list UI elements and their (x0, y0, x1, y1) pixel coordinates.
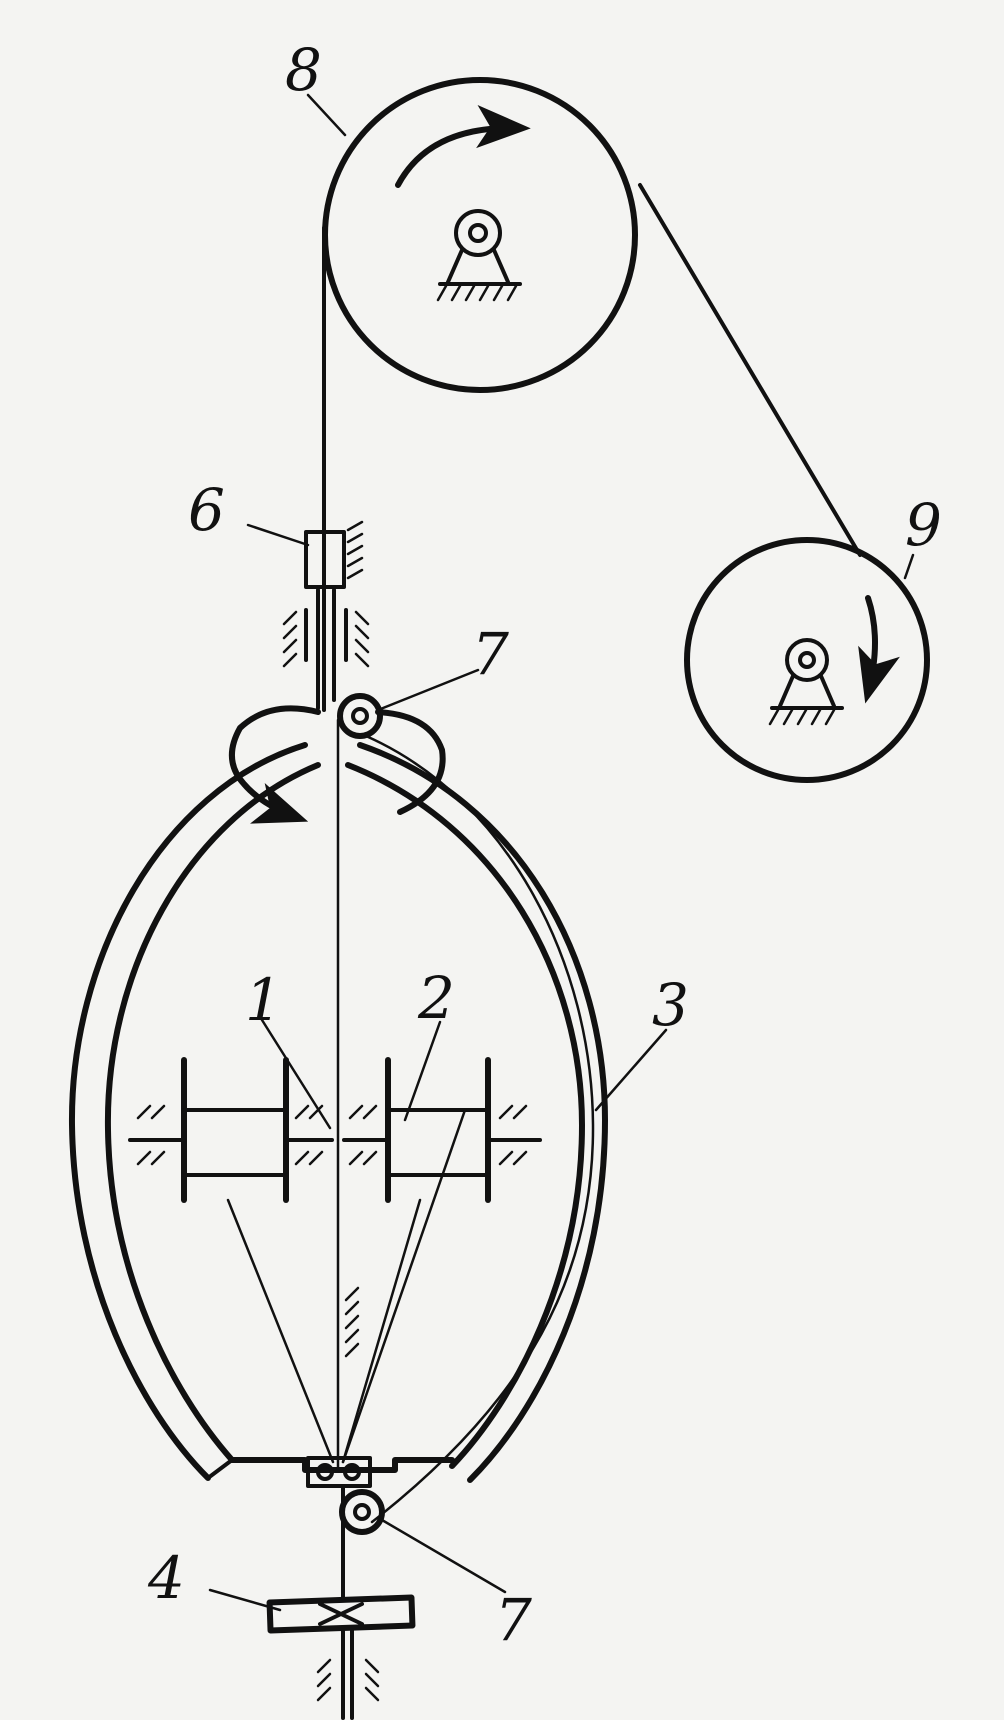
bobbin-2 (342, 1057, 542, 1203)
guide-roller-7-top (337, 693, 383, 739)
bobbin-1 (128, 1057, 334, 1203)
yarn-guide-6 (304, 520, 364, 589)
rotation-arrow-icon-right (375, 709, 446, 815)
hinged-support-icon-9 (768, 638, 844, 726)
label-7-top: 7 (472, 620, 509, 688)
yarn-in-flyer (364, 734, 595, 1524)
upper-hollow-shaft (282, 588, 370, 710)
belt-8-to-9 (638, 183, 862, 557)
label-3: 3 (652, 971, 689, 1039)
label-9: 9 (905, 491, 942, 559)
guide-roller-7-bottom (339, 1489, 385, 1535)
pulley-9 (684, 537, 930, 783)
label-4: 4 (147, 1544, 185, 1612)
drive-wheel-4 (266, 1594, 416, 1634)
label-2: 2 (417, 964, 455, 1032)
yarn-from-bobbins (226, 1108, 467, 1464)
lower-shaft (316, 1484, 380, 1720)
label-1: 1 (245, 966, 282, 1034)
label-8: 8 (285, 36, 322, 104)
rotation-arrow-icon-8 (395, 104, 531, 188)
flyer-3 (68, 742, 608, 1483)
hinged-support-icon-8 (436, 209, 522, 302)
rotation-arrow-icon-left (228, 705, 321, 824)
rotation-arrow-icon-9 (858, 595, 900, 704)
pulley-8 (322, 77, 638, 393)
bottom-guide-block (306, 1456, 372, 1488)
leader-lines (208, 93, 915, 1612)
label-7-bottom: 7 (495, 1586, 532, 1654)
axis-hatch (344, 1286, 360, 1358)
label-6: 6 (188, 476, 225, 544)
